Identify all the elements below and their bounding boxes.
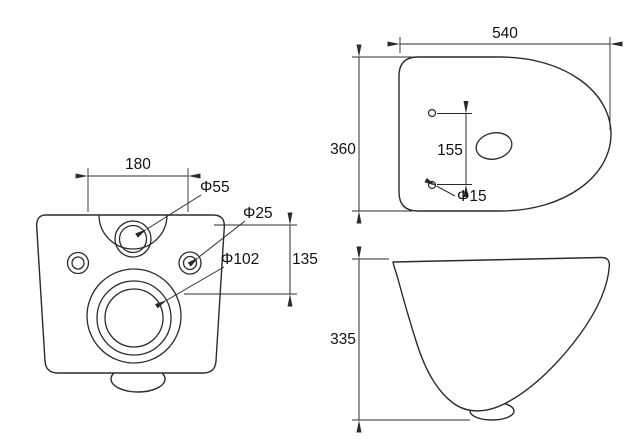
dia-55-label: Φ55 bbox=[200, 179, 230, 196]
side-view: 335 bbox=[330, 246, 611, 433]
dim-360-label: 360 bbox=[330, 141, 356, 158]
bowl-contour-circle bbox=[86, 268, 182, 364]
hinge-hole-top bbox=[427, 108, 437, 118]
inlet-circle-inner bbox=[118, 224, 148, 254]
inlet-circle-outer bbox=[114, 220, 152, 258]
dim-540-label: 540 bbox=[492, 25, 518, 42]
leader-dia-25 bbox=[187, 220, 246, 267]
leader-dia-55 bbox=[135, 194, 202, 238]
dim-135-label: 135 bbox=[292, 251, 318, 268]
hinge-hole-bottom bbox=[427, 180, 437, 190]
right-bolt-hole-outer bbox=[178, 251, 202, 275]
left-bolt-hole-inner bbox=[71, 256, 85, 270]
trapway-opening bbox=[475, 132, 513, 160]
dia-15-label: Φ15 bbox=[457, 188, 487, 205]
dim-335-label: 335 bbox=[330, 331, 356, 348]
dia-25-label: Φ25 bbox=[243, 205, 273, 222]
top-view: 540 360 155 Φ15 bbox=[330, 25, 623, 224]
inlet-arch bbox=[98, 214, 168, 250]
left-bolt-hole-outer bbox=[66, 251, 90, 275]
leader-dia-15 bbox=[424, 177, 456, 197]
side-body-outline bbox=[392, 256, 611, 412]
dim-180-label: 180 bbox=[125, 156, 151, 173]
drain-circle-outer bbox=[96, 280, 172, 356]
leader-dia-102 bbox=[154, 266, 225, 309]
drain-circle-inner bbox=[104, 288, 164, 348]
dia-102-label: Φ102 bbox=[221, 251, 259, 268]
rear-view: 180 Φ55 Φ25 Φ102 135 bbox=[35, 156, 318, 393]
dim-155-label: 155 bbox=[437, 142, 463, 159]
